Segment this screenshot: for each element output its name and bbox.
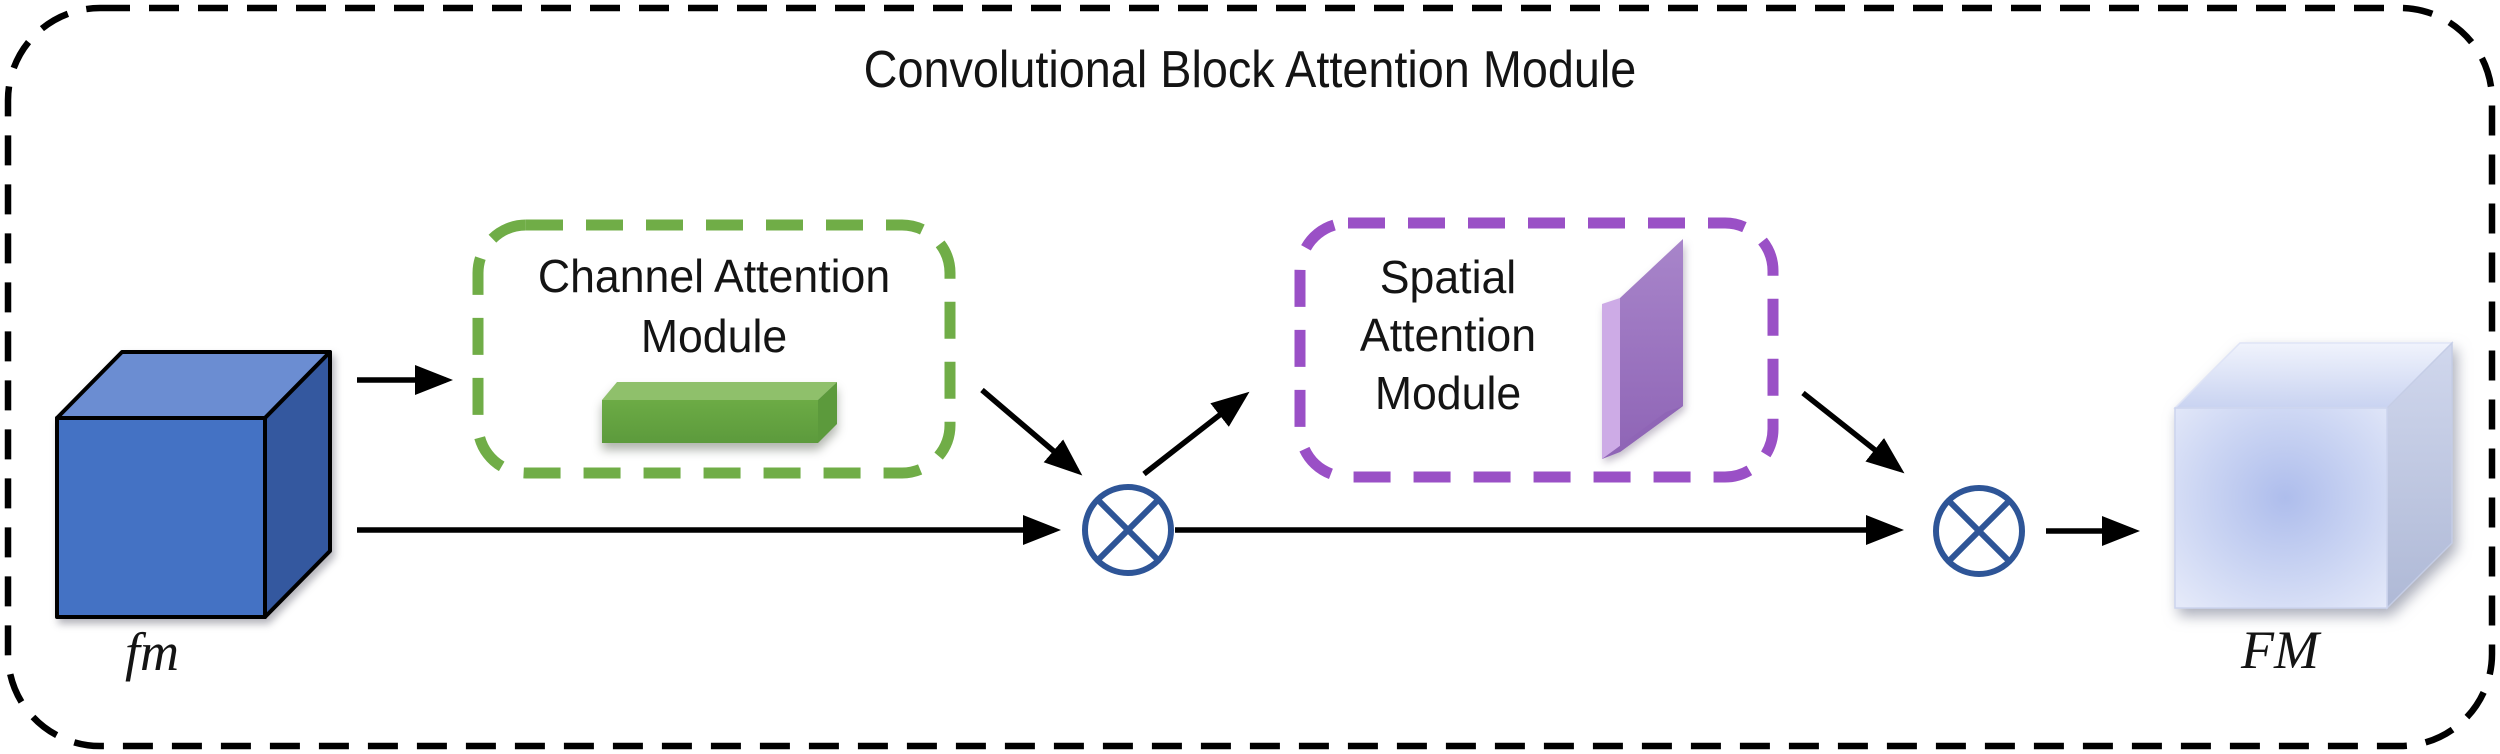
channel-bar-front-face — [602, 400, 818, 443]
multiply-node-2 — [1933, 485, 2025, 577]
spatial-plate-face — [1620, 239, 1683, 452]
input-cube-front-face — [55, 416, 267, 619]
spatial-attention-box — [1294, 217, 1779, 483]
channel-attention-box — [472, 219, 956, 479]
spatial-plate-bottom-edge — [1602, 406, 1683, 459]
arrow-multiply-1-to-spatial — [1142, 391, 1250, 477]
spatial-attention-plate — [1602, 239, 1683, 459]
channel-attention-bar — [602, 382, 837, 443]
multiply-x-stroke — [1946, 498, 2012, 564]
channel-bar-side-face — [818, 382, 837, 443]
output-cube-front-face — [2174, 407, 2388, 609]
arrow-channel-to-multiply-1 — [980, 387, 1083, 476]
arrow-spatial-to-multiply-2 — [1801, 390, 1905, 474]
spatial-plate-edge — [1602, 298, 1620, 459]
outer-dashed-border — [4, 4, 2496, 750]
multiply-circle-1 — [1082, 484, 1174, 576]
output-feature-cube — [2173, 341, 2454, 610]
channel-bar-top-face — [602, 382, 837, 400]
multiply-node-1 — [1082, 484, 1174, 576]
multiply-circle-2 — [1933, 485, 2025, 577]
multiply-x-stroke — [1095, 497, 1161, 563]
input-feature-cube — [55, 350, 332, 619]
